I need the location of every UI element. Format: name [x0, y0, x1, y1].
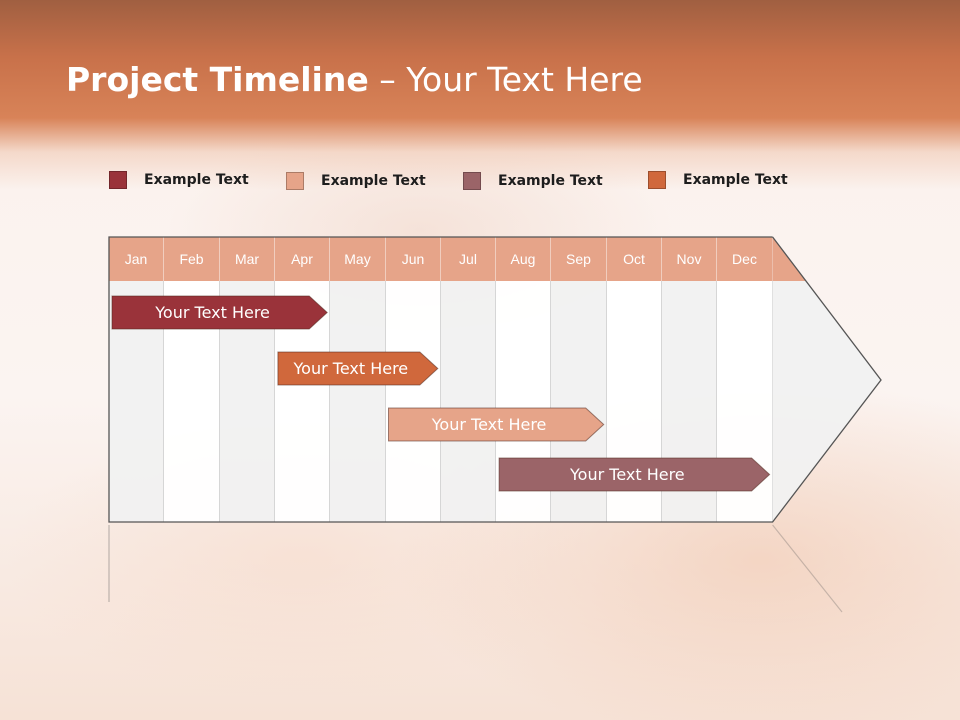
- month-header-dec: Dec: [717, 237, 773, 281]
- legend-item[interactable]: Example Text: [463, 172, 603, 190]
- month-header-apr: Apr: [275, 237, 330, 281]
- month-header-jan: Jan: [109, 237, 164, 281]
- legend-label: Example Text: [321, 173, 426, 189]
- slide-title[interactable]: Project Timeline – Your Text Here: [66, 60, 643, 99]
- legend-label: Example Text: [144, 172, 249, 188]
- timeline-reflection-right: [772, 524, 843, 613]
- legend-label: Example Text: [683, 172, 788, 188]
- month-header-mar: Mar: [220, 237, 275, 281]
- month-header-jun: Jun: [386, 237, 441, 281]
- task-bar-shape: [388, 407, 605, 442]
- title-regular-part: – Your Text Here: [368, 60, 643, 99]
- task-bar-shape: [277, 351, 439, 386]
- month-column: [330, 281, 386, 522]
- task-bar-shape: [498, 457, 771, 492]
- month-header-may: May: [330, 237, 386, 281]
- legend-item[interactable]: Example Text: [109, 171, 249, 189]
- month-header-feb: Feb: [164, 237, 220, 281]
- task-bar-label[interactable]: Your Text Here: [293, 359, 409, 378]
- month-column: [386, 281, 441, 522]
- month-column: [441, 281, 496, 522]
- task-bar-label[interactable]: Your Text Here: [155, 303, 270, 322]
- task-bar-label[interactable]: Your Text Here: [570, 465, 685, 484]
- month-header-jul: Jul: [441, 237, 496, 281]
- legend-swatch: [648, 171, 666, 189]
- month-header-aug: Aug: [496, 237, 551, 281]
- legend-item[interactable]: Example Text: [286, 172, 426, 190]
- timeline-border: [108, 236, 882, 523]
- legend-label: Example Text: [498, 173, 603, 189]
- month-header-sep: Sep: [551, 237, 607, 281]
- legend-swatch: [109, 171, 127, 189]
- header-band: [0, 0, 960, 190]
- legend-swatch: [286, 172, 304, 190]
- task-bar-shape: [111, 295, 328, 330]
- month-header-oct: Oct: [607, 237, 662, 281]
- legend-swatch: [463, 172, 481, 190]
- timeline-arrowhead: [772, 237, 881, 522]
- title-bold-part: Project Timeline: [66, 60, 369, 99]
- month-header-nov: Nov: [662, 237, 717, 281]
- task-bar-label[interactable]: Your Text Here: [431, 415, 547, 434]
- legend-item[interactable]: Example Text: [648, 171, 788, 189]
